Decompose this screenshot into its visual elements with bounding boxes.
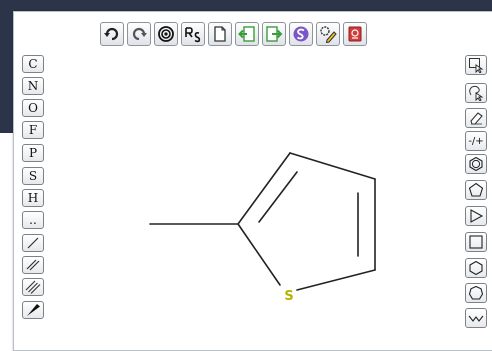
triple-bond-icon — [25, 280, 41, 294]
atom-button-h[interactable]: H — [22, 189, 44, 207]
query-search-icon — [320, 26, 337, 43]
heptagon-ring-icon — [468, 285, 484, 300]
query-search-button[interactable] — [316, 22, 340, 46]
atom-label: F — [28, 123, 38, 137]
drawing-canvas[interactable]: S — [48, 52, 458, 337]
pentagon-ring-icon — [468, 182, 484, 197]
center-button[interactable] — [154, 22, 178, 46]
redo-button[interactable] — [127, 22, 151, 46]
eraser-icon — [470, 112, 483, 125]
atom-button-c[interactable]: C — [22, 55, 44, 73]
ring-bond-c2-c3-inner[interactable] — [258, 171, 298, 223]
double-bond-button[interactable] — [22, 256, 44, 274]
benzene-ring-button[interactable] — [465, 154, 487, 174]
import-icon — [238, 26, 255, 42]
atom-label: C — [28, 57, 38, 71]
select-rectangle-icon — [469, 58, 484, 73]
atom-label: H — [27, 191, 39, 205]
import-button[interactable] — [235, 22, 259, 46]
ring-bond-c2-s[interactable] — [237, 223, 281, 286]
clean-structure-icon — [293, 26, 309, 42]
sulfur-atom-label[interactable]: S — [284, 289, 293, 304]
square-ring-icon — [469, 235, 483, 249]
atom-button-o[interactable]: O — [22, 99, 44, 117]
top-toolbar — [100, 20, 406, 48]
more-atoms-button[interactable]: .. — [22, 211, 44, 229]
square-ring-button[interactable] — [465, 232, 487, 252]
new-document-icon — [214, 26, 226, 42]
atom-label: S — [28, 169, 38, 183]
hexagon-ring-button[interactable] — [465, 258, 487, 278]
atom-button-n[interactable]: N — [22, 77, 44, 95]
triangle-ring-button[interactable] — [465, 206, 487, 226]
single-bond-button[interactable] — [22, 234, 44, 252]
pentagon-ring-button[interactable] — [465, 180, 487, 200]
charge-button[interactable]: -/+ — [465, 131, 487, 151]
rs-stereo-icon — [185, 27, 201, 43]
ring-bond-c5-s[interactable] — [296, 269, 376, 291]
heptagon-ring-button[interactable] — [465, 283, 487, 303]
new-document-button[interactable] — [208, 22, 232, 46]
eraser-button[interactable] — [465, 108, 487, 128]
clean-structure-button[interactable] — [289, 22, 313, 46]
wedge-bond-button[interactable] — [22, 301, 44, 319]
export-button[interactable] — [262, 22, 286, 46]
template-library-icon — [348, 26, 362, 42]
chain-button[interactable] — [465, 308, 487, 328]
atom-button-f[interactable]: F — [22, 121, 44, 139]
triple-bond-button[interactable] — [22, 278, 44, 296]
more-atoms-label: .. — [29, 213, 37, 227]
triangle-ring-icon — [470, 209, 484, 223]
atom-label: O — [28, 101, 38, 115]
undo-button[interactable] — [100, 22, 124, 46]
redo-icon — [132, 27, 147, 41]
ring-bond-c2-c3[interactable] — [237, 152, 291, 225]
chain-icon — [468, 315, 484, 322]
atom-label: N — [27, 79, 39, 93]
charge-label: -/+ — [468, 135, 484, 147]
molecule-editor — [13, 11, 492, 351]
select-lasso-button[interactable] — [465, 83, 487, 103]
double-bond-icon — [26, 259, 40, 271]
atom-label: P — [28, 146, 38, 160]
center-icon — [158, 26, 174, 42]
undo-icon — [104, 27, 119, 41]
single-bond-icon — [27, 237, 39, 249]
ring-bond-c3-c4[interactable] — [289, 152, 376, 180]
benzene-ring-icon — [469, 156, 483, 172]
export-icon — [266, 26, 283, 42]
rs-stereo-button[interactable] — [181, 22, 205, 46]
wedge-bond-icon — [27, 304, 40, 316]
template-library-button[interactable] — [343, 22, 367, 46]
select-rectangle-button[interactable] — [465, 55, 487, 75]
hexagon-ring-icon — [469, 260, 483, 276]
atom-button-p[interactable]: P — [22, 144, 44, 162]
atom-button-s[interactable]: S — [22, 167, 44, 185]
select-lasso-icon — [469, 85, 484, 101]
